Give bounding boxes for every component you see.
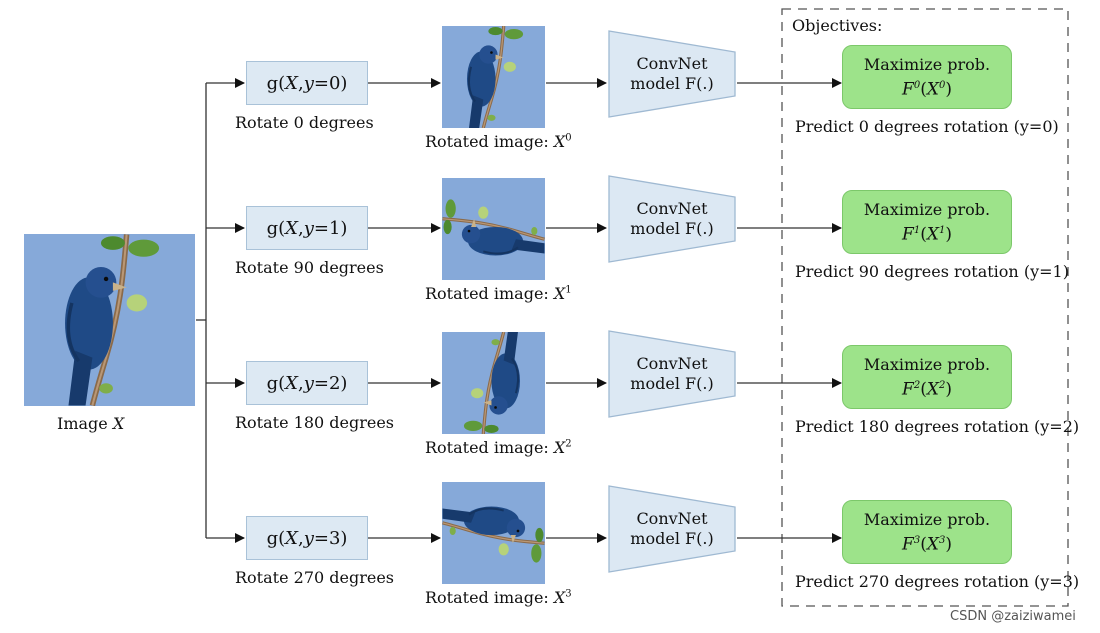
transform-box-2: g(X, y=2) [246, 361, 368, 405]
rotate-label-2: Rotate 180 degrees [235, 413, 395, 432]
rotated-image-label-2: Rotated image: X2 [425, 438, 572, 457]
objective-box-2: Maximize prob.F2(X2) [842, 345, 1012, 409]
objective-box-3: Maximize prob.F3(X3) [842, 500, 1012, 564]
objectives-frame [781, 8, 1069, 607]
objective-box-1: Maximize prob.F1(X1) [842, 190, 1012, 254]
convnet-label-2: ConvNet [636, 354, 708, 373]
rotated-image-label-3: Rotated image: X3 [425, 588, 572, 607]
predict-label-3: Predict 270 degrees rotation (y=3) [795, 572, 1080, 591]
convnet-model-3: ConvNet model F(.) [608, 485, 736, 573]
rotated-image-3 [442, 482, 545, 584]
rotated-image-label-1: Rotated image: X1 [425, 284, 572, 303]
objectives-title: Objectives: [792, 16, 883, 35]
transform-box-3: g(X, y=3) [246, 516, 368, 560]
rotate-label-3: Rotate 270 degrees [235, 568, 395, 587]
convnet-label-1: ConvNet [636, 199, 708, 218]
convnet-label-line2-2: model F(.) [630, 374, 714, 393]
source-image [24, 234, 195, 406]
objective-box-0: Maximize prob.F0(X0) [842, 45, 1012, 109]
convnet-model-0: ConvNet model F(.) [608, 30, 736, 118]
predict-label-1: Predict 90 degrees rotation (y=1) [795, 262, 1069, 281]
predict-label-2: Predict 180 degrees rotation (y=2) [795, 417, 1080, 436]
rotate-label-1: Rotate 90 degrees [235, 258, 384, 277]
source-label: Image X [57, 414, 125, 433]
transform-box-1: g(X, y=1) [246, 206, 368, 250]
rotated-image-0 [442, 26, 545, 128]
rotate-label-0: Rotate 0 degrees [235, 113, 374, 132]
convnet-label-line2-1: model F(.) [630, 219, 714, 238]
convnet-model-1: ConvNet model F(.) [608, 175, 736, 263]
transform-box-0: g(X, y=0) [246, 61, 368, 105]
rotated-image-1 [442, 178, 545, 280]
rotated-image-2 [442, 332, 545, 434]
predict-label-0: Predict 0 degrees rotation (y=0) [795, 117, 1059, 136]
watermark: CSDN @zaiziwamei [950, 609, 1076, 624]
convnet-model-2: ConvNet model F(.) [608, 330, 736, 418]
rotated-image-label-0: Rotated image: X0 [425, 132, 572, 151]
convnet-label-0: ConvNet [636, 54, 708, 73]
convnet-label-line2-0: model F(.) [630, 74, 714, 93]
convnet-label-3: ConvNet [636, 509, 708, 528]
convnet-label-line2-3: model F(.) [630, 529, 714, 548]
